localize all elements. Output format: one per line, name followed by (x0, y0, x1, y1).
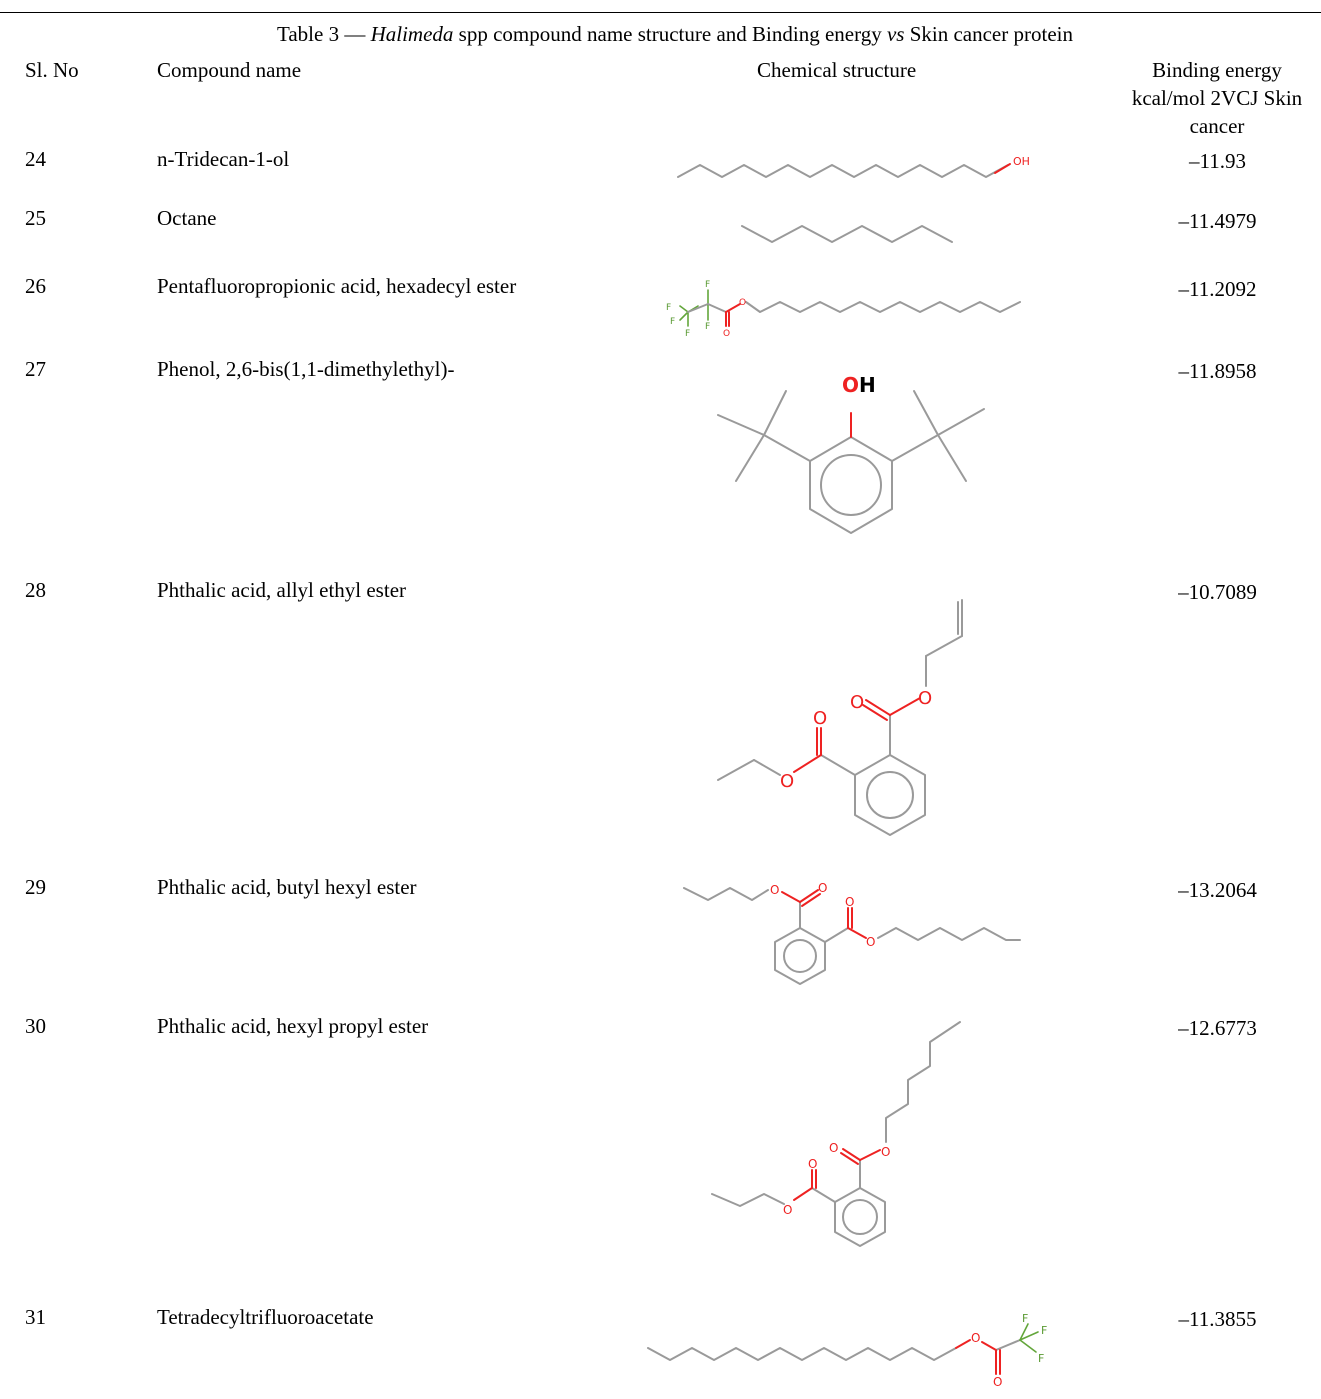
row-28-compound-name: Phthalic acid, allyl ethyl ester (157, 578, 407, 602)
row-25-compound-name: Octane (157, 206, 217, 230)
atom-label: F (1022, 1312, 1028, 1325)
atom-label: O (842, 373, 859, 397)
atom-label: O (783, 1203, 792, 1217)
atom-label: F (666, 303, 671, 313)
atom-label: H (859, 373, 876, 397)
atom-label: O (808, 1157, 817, 1171)
row-27-number: 27 (25, 357, 46, 381)
atom-label: O (770, 883, 779, 897)
atom-label: O (723, 329, 730, 339)
atom-label: O (829, 1141, 838, 1155)
header-binding-line: kcal/mol 2VCJ Skin (1131, 86, 1303, 110)
row-27-binding-energy: –11.8958 (1178, 359, 1257, 383)
atom-label: O (850, 692, 864, 713)
row-29-binding-energy: –13.2064 (1178, 878, 1257, 902)
atom-label: O (881, 1145, 890, 1159)
row-27-compound-name: Phenol, 2,6-bis(1,1-dimethylethyl)- (157, 357, 455, 381)
atom-label: O (971, 1331, 980, 1345)
atom-label: F (705, 322, 710, 332)
atom-label: F (1041, 1324, 1047, 1337)
atom-label: F (1038, 1352, 1044, 1365)
row-31-number: 31 (25, 1305, 46, 1329)
row-30-binding-energy: –12.6773 (1178, 1016, 1257, 1040)
header-chemical-structure: Chemical structure (757, 58, 917, 82)
atom-label: O (866, 935, 875, 949)
atom-label: O (918, 688, 932, 709)
row-25-number: 25 (25, 206, 46, 230)
row-26-structure: F F F F F O O (666, 280, 1021, 339)
atom-label: O (739, 298, 746, 308)
row-28-structure: O O O O (717, 599, 963, 836)
top-rule (0, 12, 1321, 13)
row-24-number: 24 (25, 147, 46, 171)
atom-label: O (845, 895, 854, 909)
header-compound-name: Compound name (157, 58, 302, 82)
row-26-binding-energy: –11.2092 (1178, 277, 1257, 301)
atom-label: F (705, 280, 710, 290)
row-28-binding-energy: –10.7089 (1178, 580, 1257, 604)
row-26-number: 26 (25, 274, 46, 298)
row-31-structure: O O F F F (647, 1312, 1047, 1389)
row-27-structure: O H (717, 373, 985, 534)
header-binding-line: cancer (1189, 114, 1245, 138)
header-sl-no: Sl. No (25, 58, 79, 82)
row-31-binding-energy: –11.3855 (1178, 1307, 1257, 1331)
atom-label: O (993, 1375, 1002, 1389)
atom-label: O (818, 881, 827, 895)
row-28-number: 28 (25, 578, 46, 602)
atom-label: O (780, 771, 794, 792)
row-24-structure: OH (677, 155, 1030, 178)
atom-label: F (670, 317, 675, 327)
atom-label: OH (1013, 155, 1030, 168)
header-binding-energy: Binding energy kcal/mol 2VCJ Skin cancer (1112, 56, 1321, 140)
row-29-structure: O O O O (683, 881, 1021, 985)
row-24-compound-name: n-Tridecan-1-ol (157, 147, 290, 171)
row-29-compound-name: Phthalic acid, butyl hexyl ester (157, 875, 417, 899)
row-25-binding-energy: –11.4979 (1178, 209, 1257, 233)
row-31-compound-name: Tetradecyltrifluoroacetate (157, 1305, 374, 1329)
table-caption: Table 3 — Halimeda spp compound name str… (277, 22, 1073, 46)
row-30-number: 30 (25, 1014, 46, 1038)
row-29-number: 29 (25, 875, 46, 899)
row-30-structure: O O O O (711, 1021, 961, 1247)
atom-label: O (813, 708, 827, 729)
row-26-compound-name: Pentafluoropropionic acid, hexadecyl est… (157, 274, 517, 298)
row-30-compound-name: Phthalic acid, hexyl propyl ester (157, 1014, 429, 1038)
atom-label: F (685, 329, 690, 339)
row-24-binding-energy: –11.93 (1189, 149, 1246, 173)
header-binding-line: Binding energy (1152, 58, 1282, 82)
row-25-structure (741, 225, 953, 243)
